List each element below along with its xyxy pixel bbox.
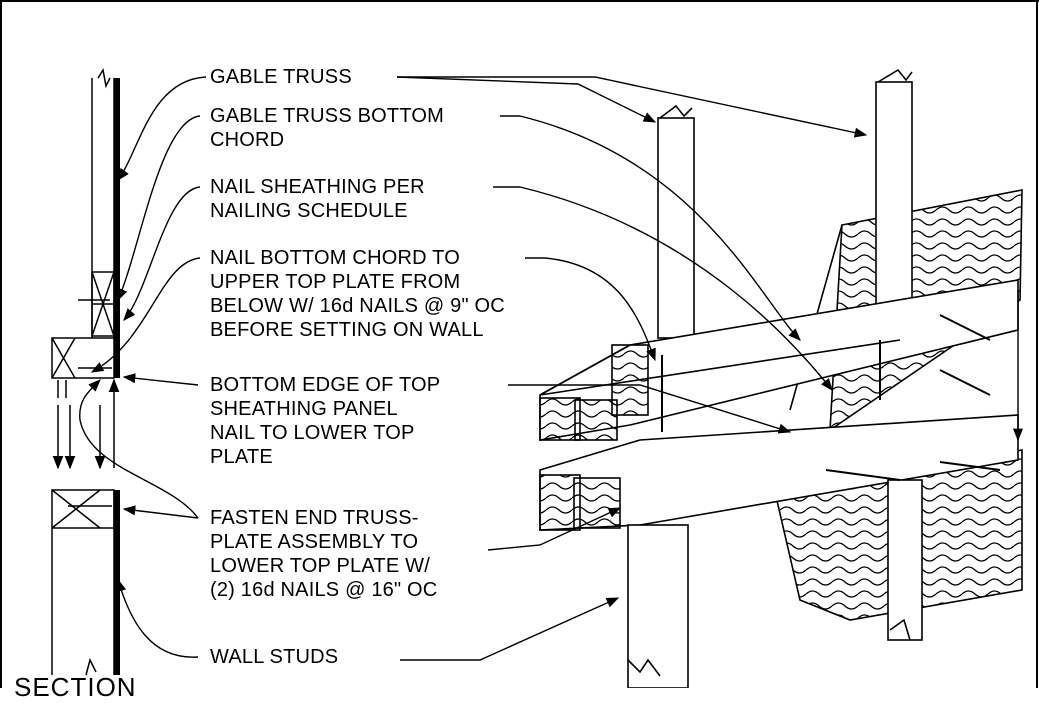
callout-line: UPPER TOP PLATE FROM — [210, 271, 461, 293]
upper-top-plate — [539, 279, 1019, 441]
callout-line: PLATE ASSEMBLY TO — [210, 531, 419, 553]
callout-line: FASTEN END TRUSS- — [210, 507, 419, 529]
callout-line: (2) 16d NAILS @ 16" OC — [210, 579, 438, 601]
gable-truss-studs — [657, 68, 913, 339]
lower-top-plate — [539, 414, 1019, 531]
callout-bottom-edge: BOTTOM EDGE OF TOP SHEATHING PANEL NAIL … — [210, 373, 440, 469]
callout-line: BEFORE SETTING ON WALL — [210, 319, 484, 341]
nails — [661, 314, 1001, 481]
isometric-view — [539, 68, 1023, 688]
drawing-border — [0, 0, 1039, 688]
callout-line: SHEATHING PANEL — [210, 398, 398, 420]
callout-nail-bottom-chord: NAIL BOTTOM CHORD TO UPPER TOP PLATE FRO… — [210, 246, 505, 342]
callout-line: NAIL BOTTOM CHORD TO — [210, 247, 460, 269]
callout-line: NAIL SHEATHING PER — [210, 176, 425, 198]
callout-line: NAIL TO LOWER TOP — [210, 422, 415, 444]
callout-line: LOWER TOP PLATE W/ — [210, 555, 430, 577]
section-view — [51, 67, 120, 676]
callout-line: WALL STUDS — [210, 646, 339, 668]
callout-line: GABLE TRUSS — [210, 66, 352, 88]
callout-nail-sheathing: NAIL SHEATHING PER NAILING SCHEDULE — [210, 175, 425, 223]
wall-studs-iso — [627, 479, 923, 688]
callout-line: NAILING SCHEDULE — [210, 200, 408, 222]
callout-line: PLATE — [210, 446, 273, 468]
detail-drawing — [0, 0, 1039, 688]
callout-line: CHORD — [210, 129, 285, 151]
callout-line: GABLE TRUSS BOTTOM — [210, 105, 445, 127]
callout-fasten-end-truss: FASTEN END TRUSS- PLATE ASSEMBLY TO LOWE… — [210, 506, 437, 602]
callout-line: BOTTOM EDGE OF TOP — [210, 374, 441, 396]
callout-gable-truss: GABLE TRUSS — [210, 65, 352, 89]
callout-line: BELOW W/ 16d NAILS @ 9" OC — [210, 295, 505, 317]
leader-lines — [79, 76, 1024, 661]
callout-wall-studs: WALL STUDS — [210, 645, 338, 669]
callout-gable-truss-bottom-chord: GABLE TRUSS BOTTOM CHORD — [210, 104, 444, 152]
